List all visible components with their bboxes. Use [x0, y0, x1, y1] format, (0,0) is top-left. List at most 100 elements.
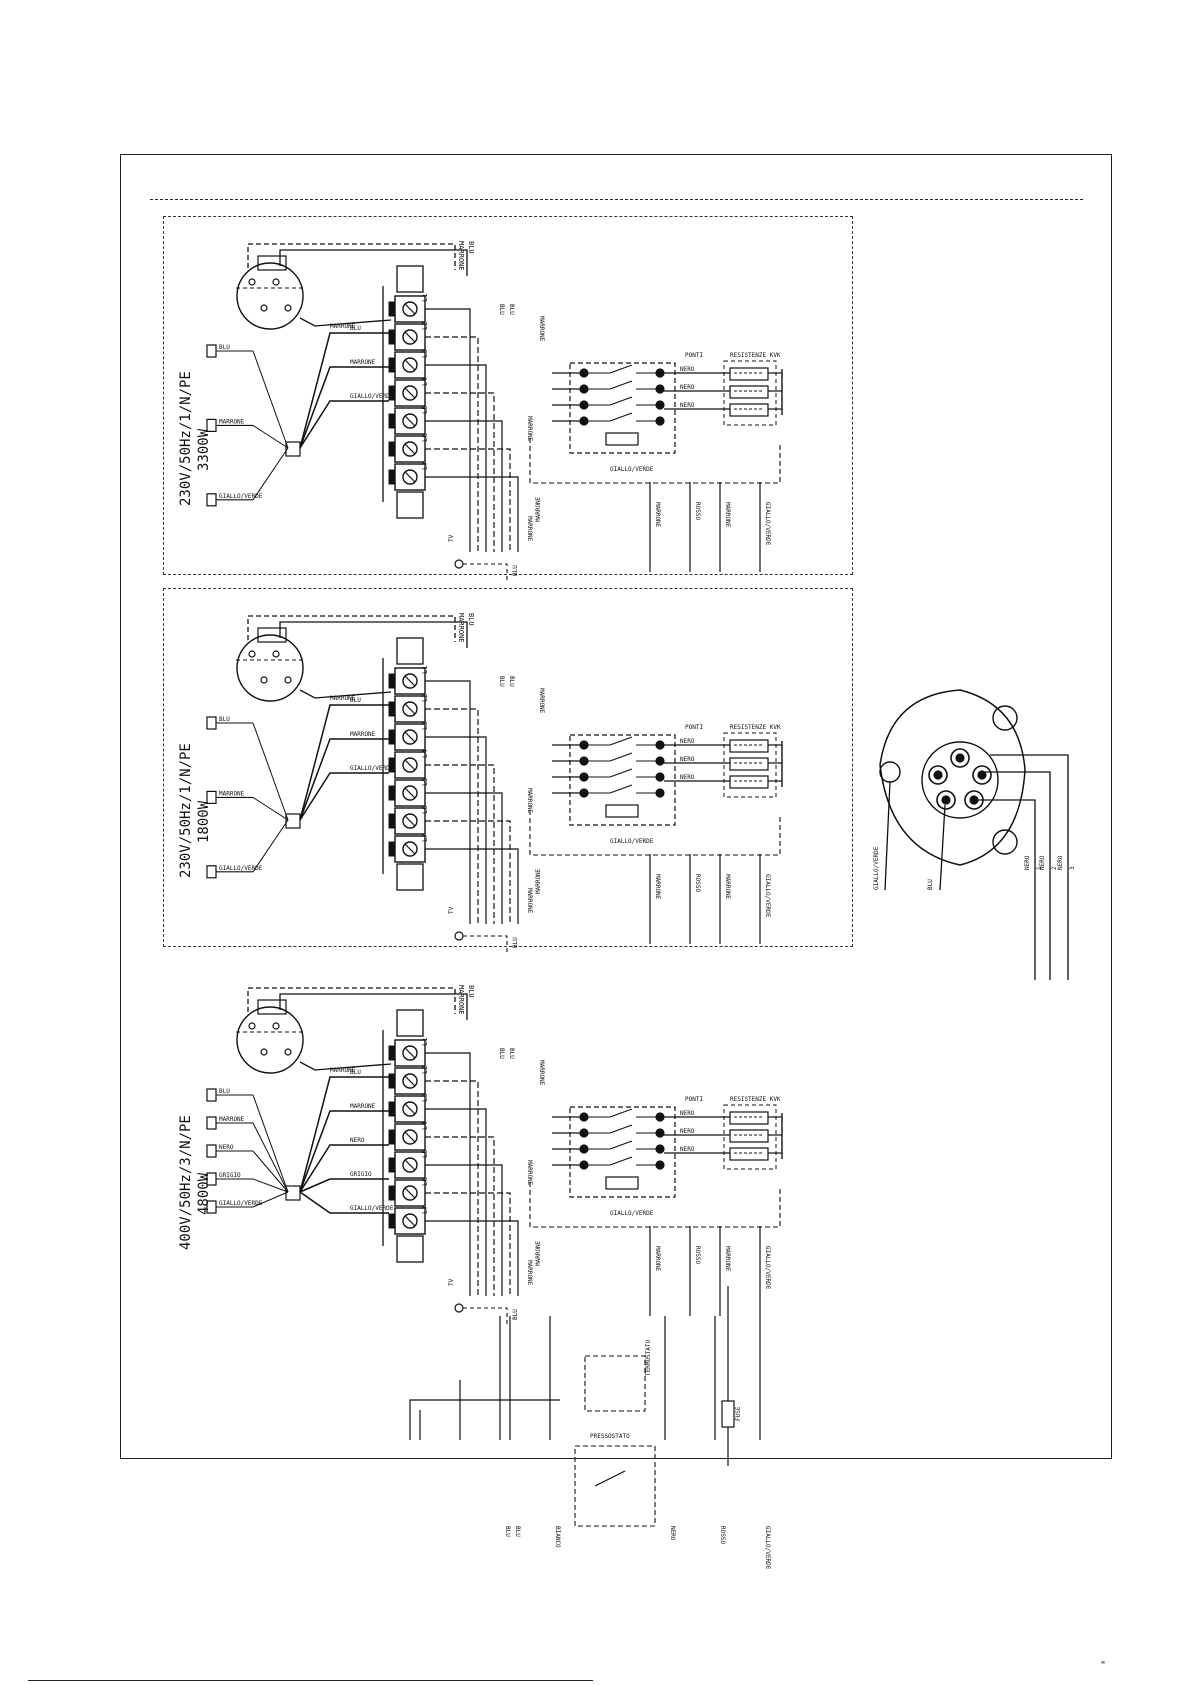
wire-label-marrone: MARRONE	[457, 985, 465, 1015]
bus-label: MARRONE	[526, 788, 533, 814]
heating-element	[729, 1147, 769, 1161]
tail-label: BIANCO	[554, 1526, 561, 1548]
cable-wire	[299, 1076, 389, 1193]
lead-label: MARRONE	[219, 1116, 245, 1123]
dial-contact	[284, 1048, 292, 1056]
wire-label-marrone: MARRONE	[330, 323, 356, 330]
terminal-screw	[402, 757, 418, 773]
lead-wire	[252, 447, 289, 501]
relay-terminal	[579, 1112, 589, 1122]
bus-label: MARRONE	[526, 1260, 533, 1286]
footer-rule	[28, 1680, 593, 1681]
dial-wire	[247, 615, 456, 642]
lead-connector	[206, 1088, 217, 1102]
terminal-screw	[402, 329, 418, 345]
element-label: NERO	[680, 756, 695, 763]
element-box	[723, 732, 777, 798]
terminal-screw	[402, 413, 418, 429]
heating-element	[729, 1129, 769, 1143]
flange-lead-label: NERO	[1057, 855, 1064, 870]
bus-wire	[425, 1164, 503, 1296]
relay-label: GIALLO/VERDE	[610, 1210, 654, 1217]
cable-label: MARRONE	[350, 731, 376, 738]
bus-wire	[425, 448, 511, 552]
dial-wire	[279, 993, 468, 1020]
lead-connector	[206, 1116, 217, 1130]
bus-wire	[425, 476, 519, 552]
lead-wire	[252, 1122, 289, 1193]
ponti-label: PONTI	[685, 352, 703, 359]
relay-terminal	[655, 368, 665, 378]
out-label: MARRONE	[654, 502, 661, 528]
bus-label: MARRONE	[526, 416, 533, 442]
cable-wire	[299, 332, 389, 449]
out-label: GIALLO/VERDE	[764, 502, 771, 546]
cable-label: GIALLO/VERDE	[350, 1205, 394, 1212]
lead-label: GIALLO/VERDE	[219, 493, 263, 500]
flange-lead-num: 2	[1051, 866, 1058, 870]
terminal-clamp	[388, 813, 396, 829]
cable-gland	[285, 441, 301, 457]
bus-wire	[425, 736, 487, 924]
wire-label-marrone: MARRONE	[457, 613, 465, 643]
element-label: NERO	[680, 1128, 695, 1135]
relay-terminal	[579, 1160, 589, 1170]
flange-lead-label: GIALLO/VERDE	[873, 846, 880, 890]
tv-label: TV	[448, 906, 455, 914]
out-label: ROSSO	[694, 502, 701, 520]
bus-label: MARRONE	[526, 516, 533, 542]
flange-pin	[972, 765, 992, 785]
thermostat-dial	[236, 262, 304, 330]
out-label: MARRONE	[535, 868, 542, 894]
resistenze-label: RESISTENZE KVK	[730, 352, 781, 359]
bus-wire	[425, 680, 471, 924]
bus-wire	[425, 1192, 511, 1296]
corner-mark: "	[1100, 1660, 1107, 1671]
lead-connector	[206, 1144, 217, 1158]
pressostato-box	[574, 1445, 656, 1527]
element-label: NERO	[680, 1146, 695, 1153]
terminal-clamp	[388, 441, 396, 457]
lead-label: GIALLO/VERDE	[219, 865, 263, 872]
terminal-screw	[402, 1129, 418, 1145]
lead-wire	[252, 722, 289, 821]
dial-contact	[272, 650, 280, 658]
tv-label: TV	[448, 1278, 455, 1286]
thermostat-dial	[236, 634, 304, 702]
ponti-label: PONTI	[685, 1096, 703, 1103]
relay-wire	[529, 810, 781, 856]
relay-terminal	[655, 756, 665, 766]
tail-label: ROSSO	[719, 1526, 726, 1544]
terminal-id: L5	[421, 406, 429, 414]
terminal-clamp	[388, 301, 396, 317]
screw-slot	[404, 1131, 416, 1143]
terminal-screw	[402, 729, 418, 745]
relay-terminal	[579, 416, 589, 426]
relay-contact	[609, 364, 633, 374]
cable-wire	[299, 1110, 389, 1193]
tv-sensor	[454, 1303, 464, 1313]
flange-pin-core	[941, 795, 951, 805]
relay-terminal	[655, 384, 665, 394]
terminal-id: L6	[421, 1178, 429, 1186]
tv-sensor	[454, 559, 464, 569]
relay-terminal	[579, 368, 589, 378]
terminal-id: L5	[421, 778, 429, 786]
out-label: MARRONE	[654, 874, 661, 900]
screw-slot	[404, 731, 416, 743]
bus-label: MARRONE	[526, 888, 533, 914]
tv-label: BLU	[512, 1309, 519, 1320]
element-label: NERO	[680, 366, 695, 373]
screw-slot	[404, 815, 416, 827]
relay-terminal	[655, 740, 665, 750]
lead-connector	[206, 865, 217, 879]
terminal-screw	[402, 1101, 418, 1117]
bus-wire	[425, 1220, 519, 1296]
bus-label: BLU	[508, 676, 515, 687]
bus-wire	[425, 308, 471, 552]
dial-wire	[247, 243, 456, 270]
cable-label: MARRONE	[350, 1103, 376, 1110]
lead-label: MARRONE	[219, 790, 245, 797]
flange-pin	[928, 765, 948, 785]
element-box	[723, 1104, 777, 1170]
